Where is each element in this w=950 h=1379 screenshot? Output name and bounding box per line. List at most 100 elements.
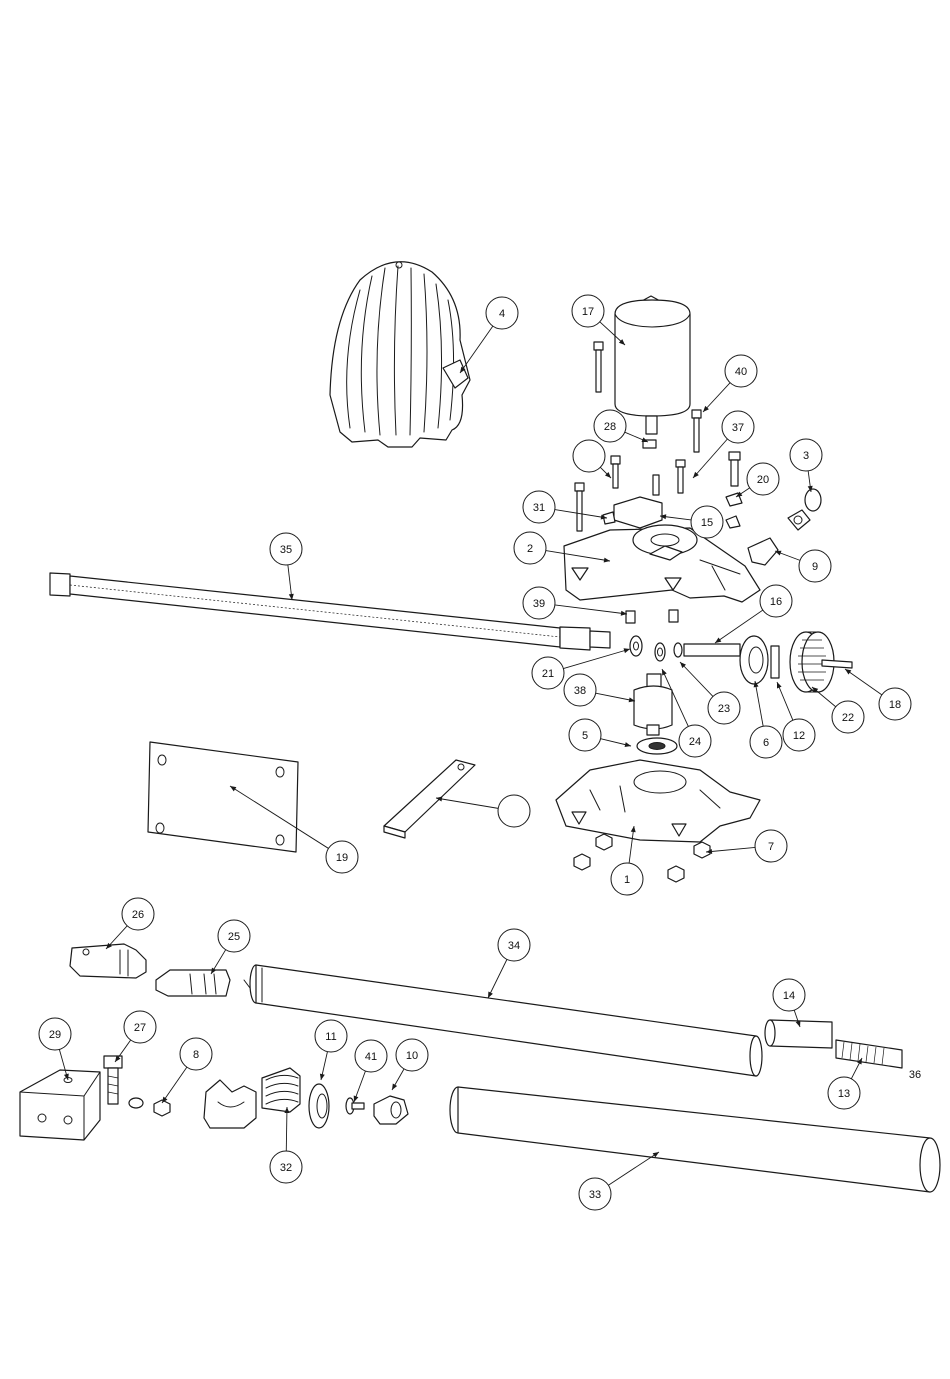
callout-number: 17 [582,306,594,318]
callout-13: 13 [828,1058,862,1109]
part-spring [262,1068,300,1112]
part-lower-housing [556,760,760,842]
part-clip [156,970,230,996]
callout-leader-line [436,798,498,808]
part-cap [374,1096,408,1124]
callout-arrowhead [777,682,782,689]
callout-number: 26 [132,909,144,921]
callout-number: 21 [542,668,554,680]
callout-22: 22 [812,687,864,733]
callout-leader-line [777,682,793,720]
callout-number: 41 [365,1051,377,1063]
callout-9: 9 [775,550,831,582]
callout-arrowhead [715,638,721,643]
part-cradle [204,1080,256,1128]
callout-number: 38 [574,685,586,697]
part-bracket [20,1070,100,1140]
part-bushing [634,674,672,735]
callout-arrowhead [320,1074,325,1080]
part-threaded-rod [836,1040,902,1068]
callout-arrowhead [392,1084,397,1090]
callout-leader-line [488,959,507,998]
part-small-key [771,646,779,678]
free-label-36: 36 [909,1069,921,1081]
callout-7: 7 [706,830,787,862]
callout-leader-line [563,649,630,669]
part-bearing [740,636,768,684]
callout-number: 1 [624,874,630,886]
callout-number: 34 [508,940,520,952]
callout-8: 8 [162,1038,212,1103]
callout-6: 6 [750,681,782,758]
callout-5: 5 [569,719,631,751]
part-lower-tube [450,1087,940,1192]
callout-number: 23 [718,703,730,715]
callout-number: 11 [325,1031,336,1043]
callout-number: 35 [280,544,292,556]
part-cover [330,262,470,447]
callout-number: 16 [770,596,782,608]
callout-number: 40 [735,366,747,378]
callout-number: 18 [889,699,901,711]
callout-number: 19 [336,852,348,864]
callout-number: 7 [768,841,774,853]
callout-number: 32 [280,1162,292,1174]
callout-leader-line [845,669,882,695]
callout-bubble [498,795,530,827]
callout-number: 22 [842,712,854,724]
callout-number: 3 [803,450,809,462]
callout-number: 29 [49,1029,61,1041]
callout-number: 24 [689,736,701,748]
callout-number: 9 [812,561,818,573]
callout-arrowhead [625,742,631,747]
callout-4: 4 [460,297,518,373]
callout-blank-24 [436,795,530,827]
callout-26: 26 [106,898,154,949]
callout-bubble [573,440,605,472]
part-coupler [70,944,146,978]
callout-leader-line [608,1152,659,1185]
callout-10: 10 [392,1039,428,1090]
callout-leader-line [460,326,493,373]
callout-number: 6 [763,737,769,749]
part-flat-bar [384,760,475,838]
part-shaft-pin [684,644,740,656]
callout-34: 34 [488,929,530,998]
callout-25: 25 [211,920,250,974]
callout-number: 20 [757,474,769,486]
callout-leader-line [706,847,755,852]
callout-20: 20 [736,463,779,497]
part-pins [626,610,678,623]
callout-arrowhead [845,669,851,674]
callout-33: 33 [579,1152,659,1210]
callout-leader-line [680,662,713,696]
part-pin-18 [822,660,852,668]
callout-number: 27 [134,1022,146,1034]
callout-leader-line [162,1067,187,1103]
callout-32: 32 [270,1107,302,1183]
callout-number: 5 [582,730,588,742]
callout-number: 4 [499,308,505,320]
part-bearing-5 [637,738,677,754]
callout-31: 31 [523,491,607,523]
callout-blank-4 [573,440,611,478]
callout-number: 8 [193,1049,199,1061]
callout-number: 37 [732,422,744,434]
callout-number: 33 [589,1189,601,1201]
callout-number: 10 [406,1050,418,1062]
callout-37: 37 [693,411,754,478]
part-motor [615,296,690,434]
callout-38: 38 [564,674,635,706]
part-plate [148,742,298,852]
callout-arrowhead [354,1096,359,1102]
callout-number: 2 [527,543,533,555]
part-upper-housing [564,525,760,602]
callout-number: 28 [604,421,616,433]
part-bolt [104,1056,122,1104]
callout-arrowhead [624,648,630,653]
part-outer-tube [244,965,762,1076]
callout-3: 3 [790,439,822,492]
callout-leader-line [755,681,763,726]
callout-27: 27 [115,1011,156,1062]
